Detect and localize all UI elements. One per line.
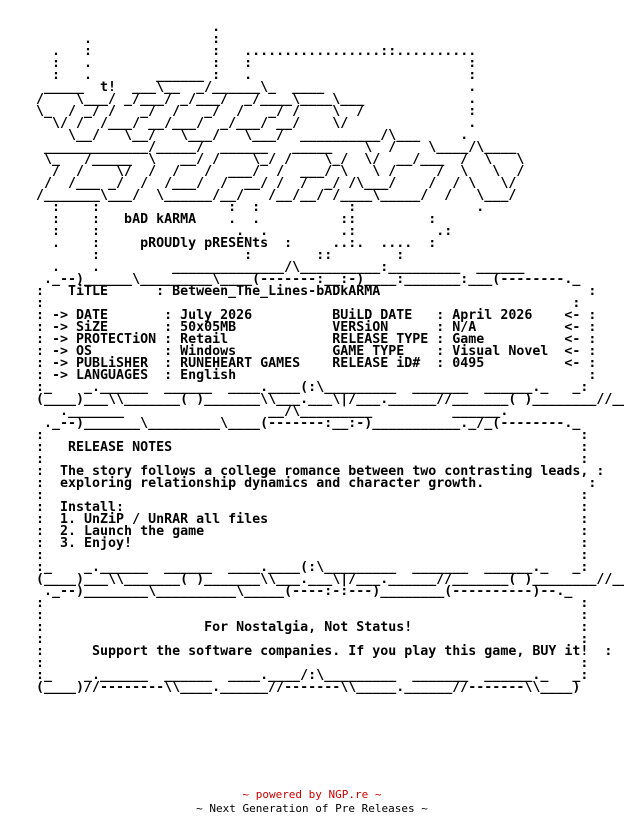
footer-prefix: ~ powered by	[242, 788, 329, 801]
footer-powered-by: ~ powered by NGP.re ~	[0, 788, 624, 802]
nfo-info-section: : TiTLE : Between_The_Lines-bADkARMA : :…	[36, 284, 624, 407]
ngp-link[interactable]: NGP.re	[328, 788, 369, 801]
nfo-release-notes-section: ._______ __/\_________ ______. ._--)____…	[36, 404, 624, 587]
nfo-document: . . : . : : .................::.........…	[36, 20, 624, 695]
footer-tagline: ~ Next Generation of Pre Releases ~	[196, 802, 428, 815]
footer-suffix: ~	[368, 788, 382, 801]
nfo-outro-section: ._--)________\__________\_____(----:-:--…	[36, 584, 613, 695]
nfo-header-art: . . : . : : .................::.........…	[36, 20, 581, 287]
